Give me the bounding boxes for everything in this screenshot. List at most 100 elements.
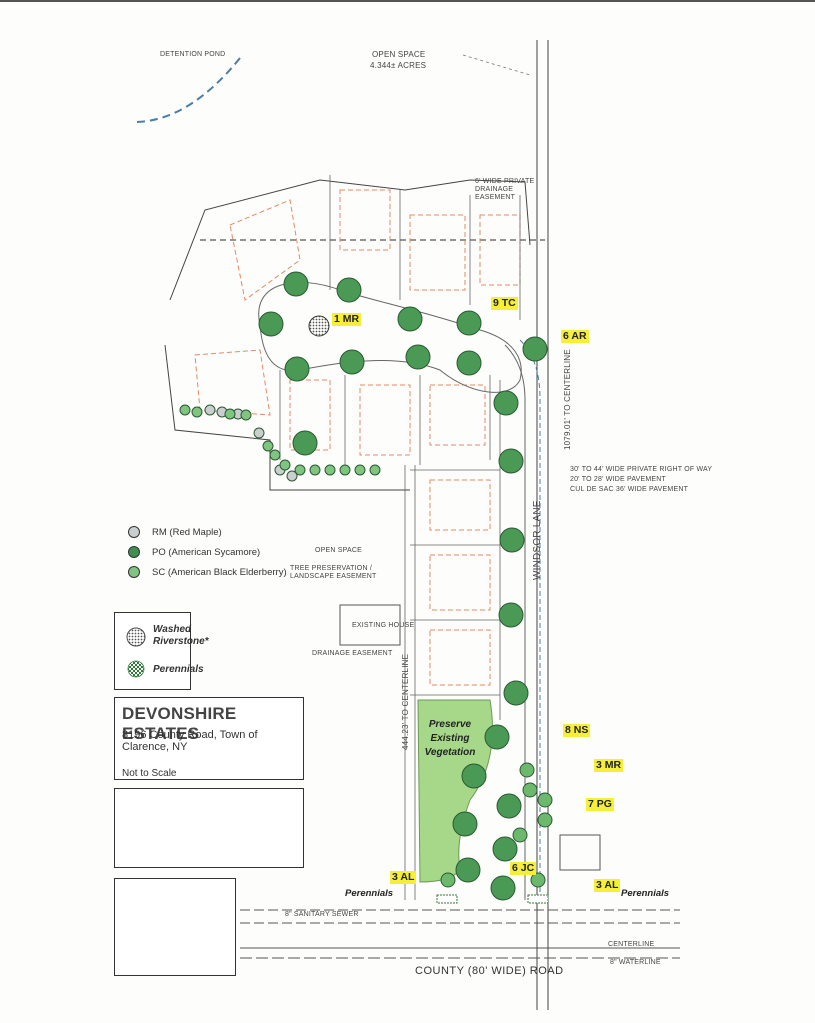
sycamore-tree	[490, 875, 516, 901]
blank-box-1	[114, 788, 304, 868]
title-block: DEVONSHIRE ESTATES 8196 County Road, Tow…	[114, 697, 304, 780]
elderberry-shrub	[191, 406, 203, 418]
project-address: 8196 County Road, Town of Clarence, NY	[122, 729, 258, 753]
shrub	[519, 762, 535, 778]
windsor-lane-label: WINDSOR LANE	[532, 500, 543, 580]
row-note-2: 20' TO 28' WIDE PAVEMENT	[570, 476, 667, 483]
shrub	[440, 872, 456, 888]
plant-tag: 3 AL	[390, 871, 417, 884]
row-note-1: 30' TO 44' WIDE PRIVATE RIGHT OF WAY	[570, 466, 713, 473]
centerline-west-label: 444.23' TO CENTERLINE	[401, 653, 410, 750]
elderberry-shrub	[262, 440, 274, 452]
legend-label: SC (American Black Elderberry)	[152, 566, 287, 578]
sycamore-tree	[452, 811, 478, 837]
red-maple-icon	[128, 526, 140, 538]
sanitary-sewer-label: 8" SANITARY SEWER	[285, 911, 359, 918]
riverstone-feature	[308, 315, 330, 337]
sycamore-tree	[503, 680, 529, 706]
county-road-label: COUNTY (80' WIDE) ROAD	[415, 965, 564, 977]
existing-house-label: EXISTING HOUSE	[352, 622, 415, 629]
legend-label: RM (Red Maple)	[152, 526, 222, 538]
perennials-icon	[127, 660, 145, 678]
legend-item: SC (American Black Elderberry)	[128, 566, 287, 578]
elderberry-shrub	[279, 459, 291, 471]
preserve-label: Preserve Existing Vegetation	[420, 718, 480, 760]
sycamore-tree	[484, 724, 510, 750]
elderberry-shrub	[179, 404, 191, 416]
legend-item: PO (American Sycamore)	[128, 546, 260, 558]
plant-tag: 3 AL	[594, 879, 621, 892]
materials-legend: Washed Riverstone* Perennials	[114, 612, 209, 690]
plant-tag: 9 TC	[491, 297, 518, 310]
sycamore-tree	[456, 350, 482, 376]
project-title: DEVONSHIRE ESTATES	[122, 704, 237, 743]
open-space-small-label: OPEN SPACE	[315, 547, 362, 554]
elderberry-shrub	[309, 464, 321, 476]
sycamore-tree	[522, 336, 548, 362]
sycamore-tree	[258, 311, 284, 337]
lot-lines	[279, 175, 521, 900]
blank-box-2	[114, 878, 236, 976]
plant-tag: 8 NS	[563, 724, 591, 737]
shrub	[537, 812, 553, 828]
sycamore-tree	[499, 527, 525, 553]
perennials-legend-label: Perennials	[153, 664, 204, 675]
private-drainage-label: 6' WIDE PRIVATE DRAINAGE EASEMENT	[475, 178, 535, 201]
county-road-lines	[240, 909, 680, 959]
row-note-3: CUL DE SAC 36' WIDE PAVEMENT	[570, 486, 689, 493]
existing-house-east	[559, 834, 601, 871]
open-space-area-label: 4.344± ACRES	[370, 61, 427, 70]
detention-pond-edge	[136, 57, 241, 123]
sycamore-tree	[456, 310, 482, 336]
sycamore-tree	[496, 793, 522, 819]
preserve-line-2: Existing	[430, 733, 470, 744]
elderberry-shrub	[240, 409, 252, 421]
legend-item: RM (Red Maple)	[128, 526, 222, 538]
sycamore-tree	[492, 836, 518, 862]
windsor-lane-edge	[519, 339, 541, 900]
plant-tag: 7 PG	[586, 798, 614, 811]
sycamore-icon	[128, 546, 140, 558]
scale-note: Not to Scale	[122, 768, 177, 779]
existing-house-west	[339, 604, 401, 646]
riverstone-label: Washed Riverstone*	[153, 624, 209, 647]
sycamore-tree	[339, 349, 365, 375]
plant-tag: 1 MR	[332, 313, 362, 326]
drainage-easement-label: DRAINAGE EASEMENT	[312, 650, 393, 657]
sycamore-tree	[498, 602, 524, 628]
shrub	[512, 827, 528, 843]
elderberry-shrub	[269, 449, 281, 461]
legend-label: PO (American Sycamore)	[152, 546, 261, 558]
elderberry-shrub	[324, 464, 336, 476]
open-space-label: OPEN SPACE	[372, 50, 426, 59]
sycamore-tree	[283, 271, 309, 297]
lot-building-envelopes	[194, 189, 521, 686]
red-maple-tree	[253, 427, 265, 439]
elderberry-shrub	[339, 464, 351, 476]
shrub	[522, 782, 538, 798]
elderberry-shrub	[224, 408, 236, 420]
red-maple-tree	[286, 470, 298, 482]
plant-tag: 6 JC	[510, 862, 537, 875]
elderberry-shrub	[354, 464, 366, 476]
detention-pond-label: DETENTION POND	[160, 51, 226, 58]
northwest-boundary	[169, 179, 531, 301]
preserve-line-1: Preserve	[428, 719, 472, 730]
elderberry-shrub	[294, 464, 306, 476]
sycamore-tree	[498, 448, 524, 474]
top-border	[0, 0, 815, 2]
sycamore-tree	[336, 277, 362, 303]
sycamore-tree	[493, 390, 519, 416]
preserve-line-3: Vegetation	[424, 747, 476, 758]
sycamore-tree	[292, 430, 318, 456]
sycamore-tree	[455, 857, 481, 883]
elderberry-icon	[128, 566, 140, 578]
waterline-label: 8" WATERLINE	[610, 959, 661, 966]
tree-preservation-label: TREE PRESERVATION / LANDSCAPE EASEMENT	[290, 565, 377, 580]
elderberry-shrub	[369, 464, 381, 476]
perennials-label-west: Perennials	[345, 888, 394, 899]
shrub	[537, 792, 553, 808]
riverstone-icon	[126, 627, 146, 647]
sycamore-tree	[397, 306, 423, 332]
